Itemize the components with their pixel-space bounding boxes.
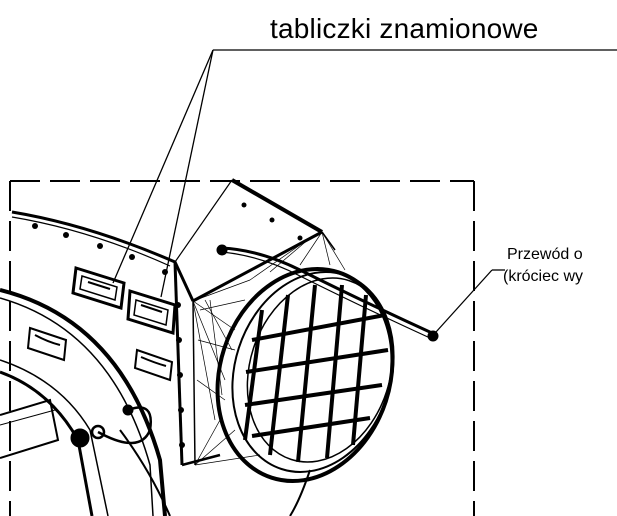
nameplates-label: tabliczki znamionowe: [270, 13, 539, 44]
outlet-grille: [215, 266, 395, 484]
housing-rivets: [32, 202, 303, 448]
cable-gland: [70, 404, 311, 516]
nameplate-right: [126, 289, 177, 335]
cable-label-line2: (króciec wy: [503, 268, 584, 285]
cable-leader-line: [435, 269, 505, 333]
cable-label-line1: Przewód o: [507, 246, 583, 263]
housing-slots: [26, 326, 174, 382]
nameplate-left: [71, 266, 126, 310]
fan-housing: [11, 178, 336, 467]
supply-cable: [216, 244, 439, 342]
dashed-frame: [9, 180, 475, 516]
transition-cone: [192, 231, 346, 466]
